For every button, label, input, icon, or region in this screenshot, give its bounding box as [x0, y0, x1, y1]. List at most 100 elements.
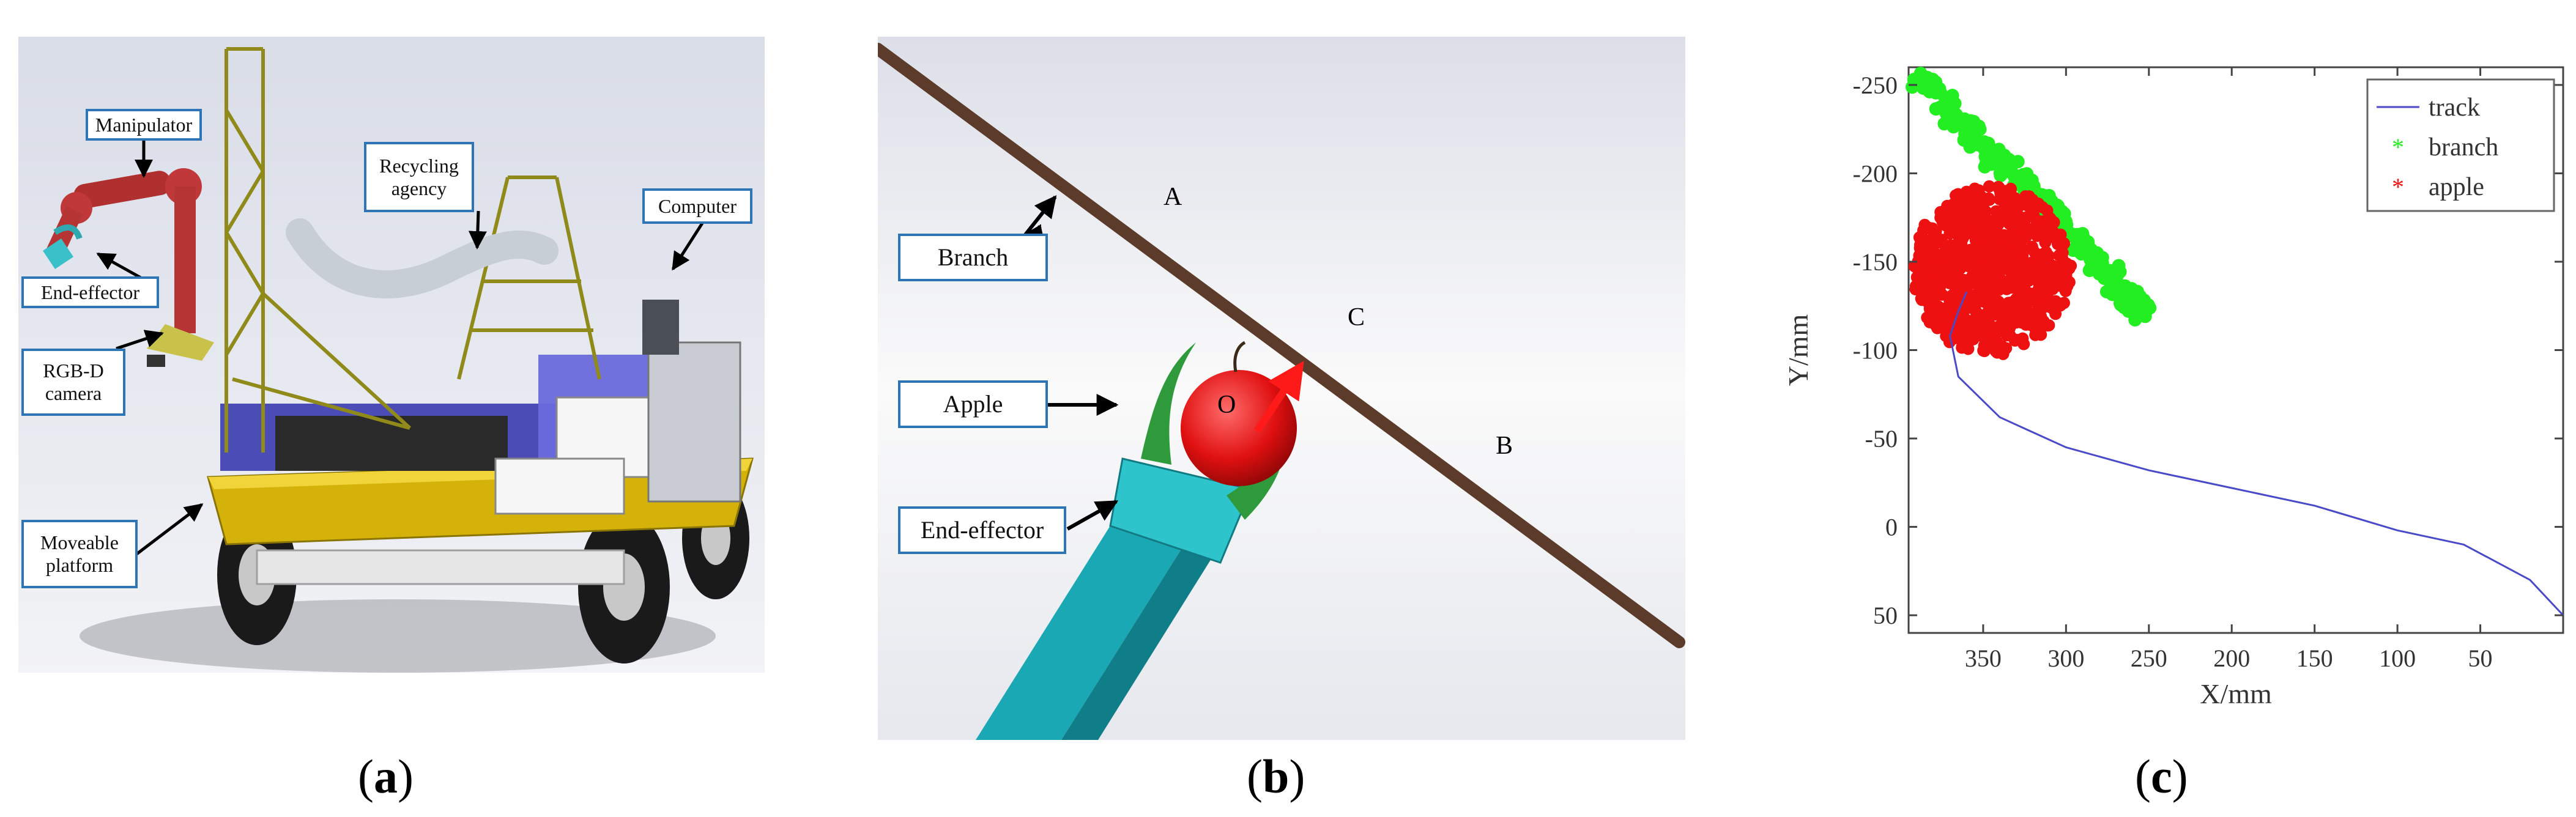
y-axis-label: Y/mm	[1783, 314, 1814, 386]
apple-point	[2057, 297, 2070, 309]
apple-point	[1960, 185, 1973, 198]
apple-point	[2002, 235, 2014, 248]
apple-point	[1977, 290, 1989, 303]
apple-point	[2065, 259, 2077, 272]
apple-point	[2032, 253, 2044, 266]
point-o-label: O	[1217, 391, 1236, 419]
apple-point	[2003, 265, 2016, 278]
end-effector-b-label: End-effector	[920, 516, 1044, 544]
caption-a-letter: a	[373, 750, 398, 803]
branch-point	[2115, 285, 2129, 299]
branch-point	[2027, 179, 2041, 193]
branch-rod	[878, 43, 1685, 648]
y-tick-label: -250	[1853, 72, 1898, 99]
yellow-towers	[225, 47, 601, 453]
legend-track-label: track	[2429, 94, 2480, 122]
apple-point	[2004, 296, 2017, 309]
apple-point	[2022, 296, 2035, 309]
apple-point	[2006, 307, 2019, 320]
apple-point	[2035, 265, 2048, 278]
rgbd-label-line1: RGB-D	[43, 360, 104, 382]
caption-c-letter: c	[2150, 750, 2172, 803]
branch-point	[2051, 199, 2065, 213]
apple-point	[1959, 208, 1972, 221]
end-effector-callout: End-effector	[21, 276, 159, 308]
apple-point	[1997, 346, 2010, 359]
end-effector-b-callout: End-effector	[898, 506, 1066, 554]
recycling-agency-callout: Recycling agency	[364, 142, 474, 212]
apple-point	[1992, 275, 2005, 287]
recycling-label-line2: agency	[391, 177, 447, 199]
x-tick-label: 150	[2296, 645, 2333, 672]
apple-point	[2041, 319, 2054, 332]
branch-label: Branch	[937, 243, 1009, 271]
platform-label-line2: platform	[45, 554, 114, 576]
legend-apple-swatch: *	[2392, 173, 2404, 201]
legend-box	[2366, 78, 2555, 212]
apple-point	[1961, 335, 1974, 347]
apple-point	[1915, 292, 1928, 305]
apple-point	[1910, 271, 1923, 284]
apple-point	[2026, 194, 2039, 207]
branch-point	[1906, 80, 1920, 94]
x-axis-label: X/mm	[2200, 678, 2272, 709]
apple-point	[2039, 287, 2052, 300]
apple-point	[1983, 180, 1995, 193]
y-tick-label: 0	[1885, 514, 1898, 541]
x-tick-label: 300	[2047, 645, 2084, 672]
apple-point	[2005, 216, 2017, 229]
approach-arrow	[1254, 361, 1304, 434]
apple-point	[2049, 261, 2062, 273]
legend-branch-label: branch	[2429, 133, 2498, 161]
apple-point	[1977, 344, 1990, 357]
apple-point	[1918, 240, 1931, 253]
apple-point	[1935, 234, 1948, 246]
caption-c: (c)	[2135, 750, 2188, 803]
manipulator-label: Manipulator	[95, 113, 193, 136]
rgbd-label-line2: camera	[45, 382, 102, 404]
apple-point	[2019, 231, 2032, 243]
apple-point	[2022, 210, 2035, 223]
apple-point	[1964, 198, 1977, 210]
apple-point	[1994, 187, 2007, 200]
branch-point	[1979, 156, 1993, 170]
y-tick-label: -100	[1853, 337, 1898, 364]
point-c-label: C	[1348, 303, 1365, 331]
apple-point	[1964, 243, 1977, 256]
apple-point	[2038, 275, 2051, 287]
platform-label-line1: Moveable	[40, 531, 119, 554]
branch-point	[1994, 168, 2008, 182]
branch-point	[1929, 102, 1943, 116]
x-tick-label: 250	[2131, 645, 2167, 672]
recycling-label-line1: Recycling	[379, 154, 459, 177]
apple-point	[1943, 219, 1956, 232]
apple-point	[1954, 261, 1967, 273]
apple-point	[1974, 311, 1987, 324]
y-tick-label: -200	[1853, 160, 1898, 187]
apple-fruit	[1181, 370, 1297, 486]
manipulator-callout: Manipulator	[86, 109, 202, 141]
track-line	[1949, 291, 2564, 616]
apple-point	[1969, 260, 1982, 273]
apple-point	[1977, 326, 1990, 339]
apple-point	[2051, 238, 2064, 251]
apple-point	[1945, 207, 1958, 220]
apple-point	[1988, 301, 2001, 314]
apple-point	[2024, 262, 2037, 275]
apple-point	[1979, 245, 1992, 258]
apple-point	[1923, 316, 1936, 328]
branch-point	[1995, 155, 2010, 169]
computer-tower	[647, 341, 741, 503]
y-tick-label: -150	[1853, 248, 1898, 276]
manipulator-arm	[43, 168, 214, 367]
computer-label: Computer	[658, 194, 737, 217]
apple-point	[2015, 316, 2028, 329]
apple-point	[2019, 284, 2032, 297]
moveable-platform-callout: Moveable platform	[21, 520, 138, 588]
apple-point	[1956, 224, 1969, 237]
branch-point	[2137, 293, 2151, 307]
caption-b-letter: b	[1262, 750, 1290, 803]
caption-a: (a)	[358, 750, 414, 803]
